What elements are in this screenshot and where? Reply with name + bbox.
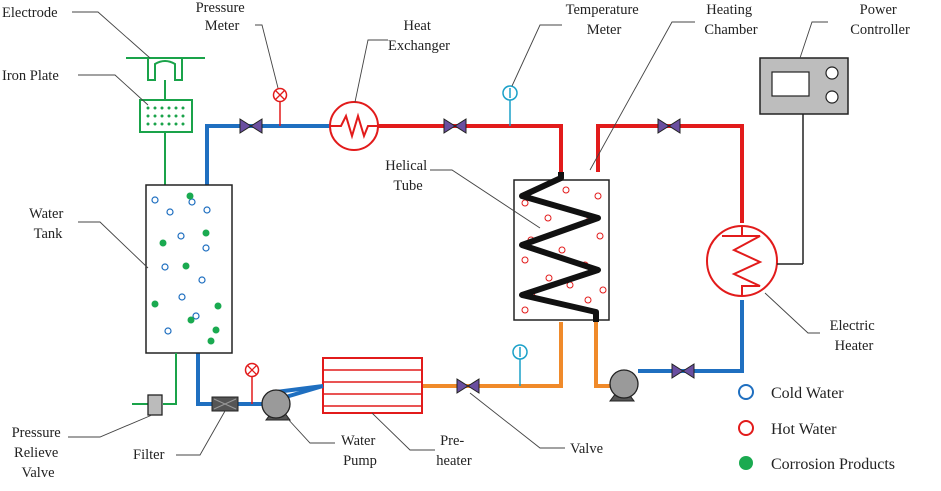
pipe-tank-to-filter xyxy=(196,353,212,406)
legend-corrosion-marker xyxy=(739,456,753,470)
legend-hot-marker xyxy=(738,420,754,436)
pipe-tank-to-exchanger xyxy=(205,124,330,185)
label-pressure-meter: Pressure Meter xyxy=(196,0,249,34)
pipe-chamber-to-pump2 xyxy=(594,322,610,388)
label-pre-heater: Pre- heater xyxy=(436,433,472,469)
label-helical-tube: Helical Tube xyxy=(385,158,431,194)
heating-chamber xyxy=(513,172,610,322)
valve-3 xyxy=(657,118,681,134)
label-heating-chamber: Heating Chamber xyxy=(704,2,757,38)
label-pressure-relieve-valve: Pressure Relieve Valve xyxy=(12,425,65,481)
return-pump xyxy=(609,369,639,402)
electric-heater xyxy=(706,225,803,297)
label-power-controller: Power Controller xyxy=(850,2,910,38)
valve-5 xyxy=(671,363,695,379)
label-temperature-meter: Temperature Meter xyxy=(566,2,643,38)
pressure-meter-bottom xyxy=(244,362,260,404)
pipe-pump2-to-heater xyxy=(638,300,744,373)
pipe-exchanger-to-chamber xyxy=(378,124,563,172)
filter xyxy=(211,396,239,412)
pressure-meter-top xyxy=(272,87,288,126)
legend-cold-label: Cold Water xyxy=(771,385,844,402)
temperature-meter-top xyxy=(502,85,518,126)
callout-lines xyxy=(68,11,828,456)
valve-4 xyxy=(456,378,480,394)
valve-1 xyxy=(239,118,263,134)
helical-tube xyxy=(519,172,601,322)
label-heat-exchanger: Heat Exchanger xyxy=(388,18,450,54)
label-filter: Filter xyxy=(133,447,165,463)
label-valve: Valve xyxy=(570,441,603,457)
labels: Electrode Iron Plate Pressure Meter Heat… xyxy=(2,0,910,481)
label-electrode: Electrode xyxy=(2,5,58,21)
pressure-relieve-valve xyxy=(132,353,177,416)
pipe-chamber-to-heater xyxy=(596,124,744,223)
heat-exchanger xyxy=(329,101,379,151)
pipe-preheater-to-chamber xyxy=(422,322,563,388)
iron-plate xyxy=(139,99,193,185)
label-water-pump: Water Pump xyxy=(341,433,379,469)
valve-2 xyxy=(443,118,467,134)
cold-water-pipes xyxy=(196,124,744,406)
legend-cold-marker xyxy=(738,384,754,400)
pre-heater xyxy=(322,357,423,414)
water-pump xyxy=(261,384,324,421)
label-iron-plate: Iron Plate xyxy=(2,68,59,84)
label-water-tank: Water Tank xyxy=(29,206,67,242)
legend-corrosion-label: Corrosion Products xyxy=(771,456,895,473)
corrosion-particles xyxy=(151,192,222,345)
label-electric-heater: Electric Heater xyxy=(830,318,879,354)
electrode xyxy=(126,57,205,100)
temperature-meter-bottom xyxy=(512,344,528,386)
legend-hot-label: Hot Water xyxy=(771,421,837,438)
cold-water-bubbles xyxy=(151,196,211,335)
water-tank xyxy=(145,184,233,354)
legend: Cold Water Hot Water Corrosion Products xyxy=(738,384,895,473)
power-controller xyxy=(759,57,849,264)
